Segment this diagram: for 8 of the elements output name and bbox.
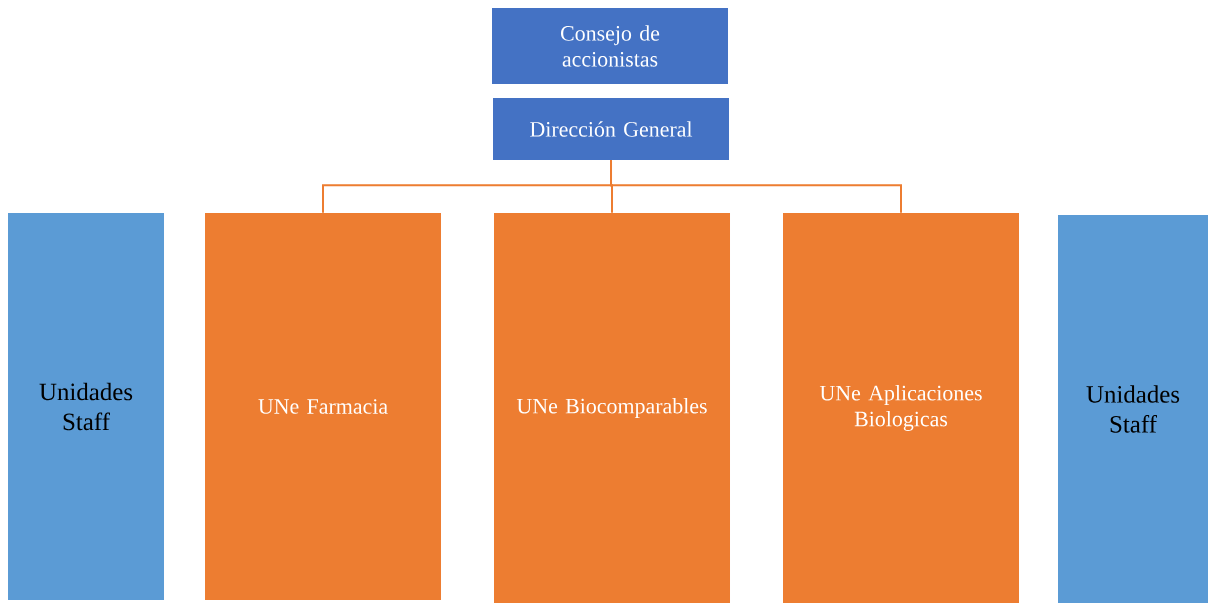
director-box: Dirección General xyxy=(493,98,729,160)
staff-column: Unidades Staff xyxy=(1058,215,1208,603)
unit-column: UNe Farmacia xyxy=(205,213,441,600)
connector-line xyxy=(610,159,902,214)
unit-column: UNe Aplicaciones Biologicas xyxy=(783,213,1019,603)
staff-column: Unidades Staff xyxy=(8,213,164,600)
board-box: Consejo de accionistas xyxy=(492,8,728,84)
unit-column: UNe Biocomparables xyxy=(494,213,730,603)
